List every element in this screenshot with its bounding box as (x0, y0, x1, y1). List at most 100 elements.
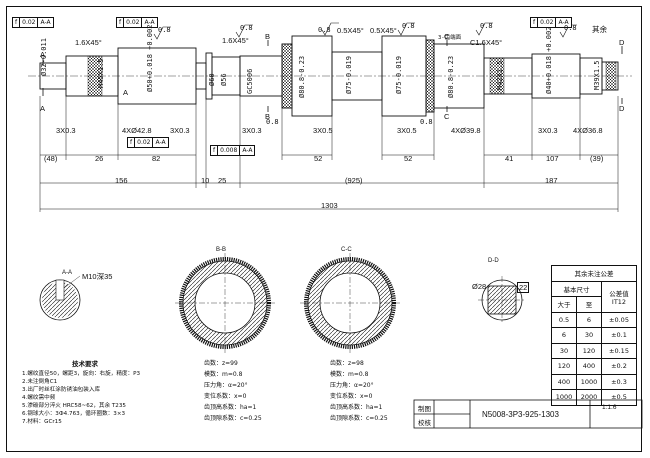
rest-roughness-label: 其余 (592, 25, 607, 34)
gear-face-note: 3-齿端面 (438, 35, 462, 41)
gear-param: 齿顶隙系数：c=0.25 (330, 415, 388, 422)
gear-param: 齿顶隙系数：c=0.25 (204, 415, 262, 422)
groove-label: 3X0.3 (170, 126, 190, 135)
gear-param: 模数：m=0.8 (204, 371, 243, 378)
groove-label: 4XØ42.8 (122, 126, 152, 135)
chamfer-label: 1.6X45° (75, 38, 102, 47)
length-dim: 52 (314, 154, 323, 163)
tolerance-header: 大于 (551, 296, 577, 313)
diameter-label: M42X1.5 (496, 60, 504, 90)
tech-req-item: 6.钢球大小：3Ф4.763，循环圈数：3×3 (22, 411, 126, 417)
diameter-label: Ø60 (208, 73, 216, 86)
diameter-label: Ø80.8-0.23 (447, 55, 455, 98)
section-title: A-A (62, 270, 73, 276)
section-letter: B (265, 112, 271, 121)
section-markers (42, 40, 623, 112)
gear-param: 压力角：α=20° (330, 382, 374, 389)
roughness-value: 0.8 (564, 24, 577, 32)
title-block-frame (413, 399, 643, 429)
gear-param: 齿顶高系数：ha=1 (204, 404, 257, 411)
diameter-label: M45X1.5 (97, 58, 105, 88)
roughness-value: 0.8 (420, 118, 433, 126)
section-aa (39, 275, 81, 321)
roughness-value: 0.8 (266, 118, 279, 126)
section-letter: A (40, 104, 46, 113)
length-dim: 41 (505, 154, 514, 163)
section-letter: D (619, 38, 625, 47)
diameter-label: GC5006 (246, 68, 254, 94)
length-dim: 156 (115, 176, 128, 185)
section-title: C-C (341, 247, 352, 253)
groove-label: 3X0.5 (397, 126, 417, 135)
diameter-label: Ø56 (220, 73, 228, 86)
tolerance-header: 至 (576, 296, 602, 313)
diameter-label: Ø75-0.019 (345, 56, 353, 94)
diameter-label: Ø40+0.018 +0.002 (545, 26, 553, 94)
tech-req-item: 7.材料：GCr15 (22, 419, 62, 425)
section-letter: C (444, 112, 450, 121)
thread-end (605, 61, 617, 91)
diameter-label: Ø28 (472, 282, 487, 291)
tech-req-item: 4.螺纹需中频 (22, 395, 56, 401)
groove-label: 3X0.3 (56, 126, 76, 135)
groove-label: 3X0.5 (313, 126, 333, 135)
diameter-label: Ø80.8-0.23 (298, 55, 306, 98)
length-dim: (48) (44, 154, 58, 163)
length-dim: 25 (218, 176, 227, 185)
tech-req-item: 2.未注倒角C1 (22, 379, 58, 385)
groove-label: 4XØ36.8 (573, 126, 603, 135)
dimension-lines (39, 94, 619, 212)
length-dim: (39) (590, 154, 604, 163)
drawing-frame (6, 6, 642, 452)
section-letter: C (444, 32, 450, 41)
gear-param: 齿顶高系数：ha=1 (330, 404, 383, 411)
section-title: B-B (216, 247, 227, 253)
roughness-value: 0.8 (158, 26, 171, 34)
gear-param: 变位系数：x=0 (330, 393, 373, 400)
section-letter: D (619, 104, 625, 113)
length-dim: 82 (152, 154, 161, 163)
roughness-marks (153, 22, 577, 40)
roughness-value: 0.8 (240, 24, 253, 32)
drawing-number: N5008-3P3-925-1303 (482, 410, 559, 419)
groove-label: 3X0.3 (538, 126, 558, 135)
title-block-check: 校核 (418, 420, 431, 427)
tech-req-title: 技术要求 (72, 360, 98, 368)
thread-right (489, 57, 505, 95)
gear-c-teeth (425, 39, 435, 113)
chamfer-label: C1.6X45° (470, 38, 503, 47)
roughness-value: 0.8 (402, 22, 415, 30)
section-cc (300, 253, 400, 353)
gear-param: 模数：m=0.8 (330, 371, 369, 378)
section-title: D-D (488, 258, 499, 264)
length-dim: 187 (545, 176, 558, 185)
length-dim: 52 (404, 154, 413, 163)
gear-param: 变位系数：x=0 (204, 393, 247, 400)
square-label: 22 (517, 282, 530, 293)
diameter-label: M39X1.5 (593, 60, 601, 90)
tech-req-item: 3.出厂时丝杠涂防锈油包装入库 (22, 387, 101, 393)
tolerance-header: 公差值 IT12 (601, 280, 637, 313)
roughness-value: 0.8 (318, 26, 331, 34)
length-dim: 1303 (321, 201, 338, 210)
section-letter: B (265, 32, 271, 41)
title-block-drawn: 制图 (418, 406, 431, 413)
tech-req-item: 5.渗碳部分淬火 HRC58~62，其余 T235 (22, 403, 126, 409)
length-dim: 10 (201, 176, 210, 185)
gear-param: 齿数：z=98 (330, 360, 364, 367)
gear-param: 齿数：z=99 (204, 360, 238, 367)
tech-req-item: 1.螺纹直径50，螺距3，旋向：右旋，精度：P3 (22, 371, 141, 377)
tolerance-table-title: 其余未注公差 (551, 265, 637, 282)
